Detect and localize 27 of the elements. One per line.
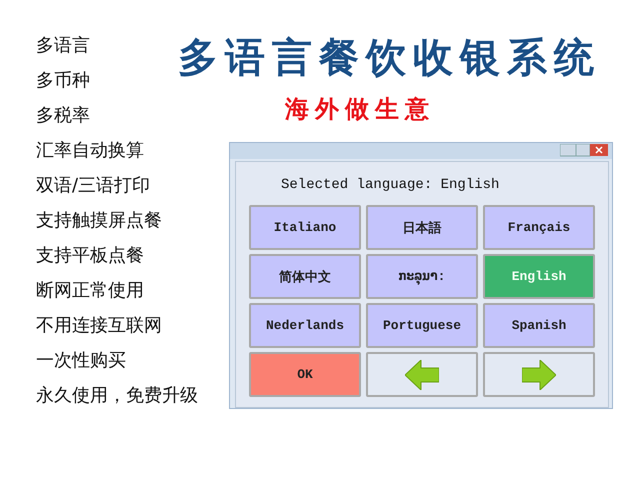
language-button: OK bbox=[249, 352, 361, 397]
feature-item: 支持平板点餐 bbox=[36, 244, 144, 267]
selected-language-label: Selected language: English bbox=[281, 177, 500, 193]
feature-item: 汇率自动换算 bbox=[36, 139, 144, 162]
title: 多语言餐饮收银系统 bbox=[178, 33, 601, 83]
feature-item: 多税率 bbox=[36, 104, 90, 127]
app-window bbox=[229, 142, 613, 409]
language-button: Spanish bbox=[483, 303, 595, 348]
language-button: ກະລຸນາ: bbox=[366, 254, 478, 299]
language-button: Italiano bbox=[249, 205, 361, 250]
feature-item: 支持触摸屏点餐 bbox=[36, 209, 162, 232]
feature-item: 断网正常使用 bbox=[36, 279, 144, 302]
feature-item: 多币种 bbox=[36, 69, 90, 92]
feature-item: 永久使用，免费升级 bbox=[36, 384, 198, 407]
feature-item: 一次性购买 bbox=[36, 349, 126, 372]
feature-item: 不用连接互联网 bbox=[36, 314, 162, 337]
language-button: English bbox=[483, 254, 595, 299]
language-button: 简体中文 bbox=[249, 254, 361, 299]
slogan: 海外做生意 bbox=[285, 93, 435, 125]
feature-item: 双语/三语打印 bbox=[36, 174, 150, 197]
language-button: Portuguese bbox=[366, 303, 478, 348]
language-button: 日本語 bbox=[366, 205, 478, 250]
language-button: Français bbox=[483, 205, 595, 250]
feature-item: 多语言 bbox=[36, 34, 90, 57]
arrow-button bbox=[483, 352, 595, 397]
arrow-button bbox=[366, 352, 478, 397]
language-button: Nederlands bbox=[249, 303, 361, 348]
